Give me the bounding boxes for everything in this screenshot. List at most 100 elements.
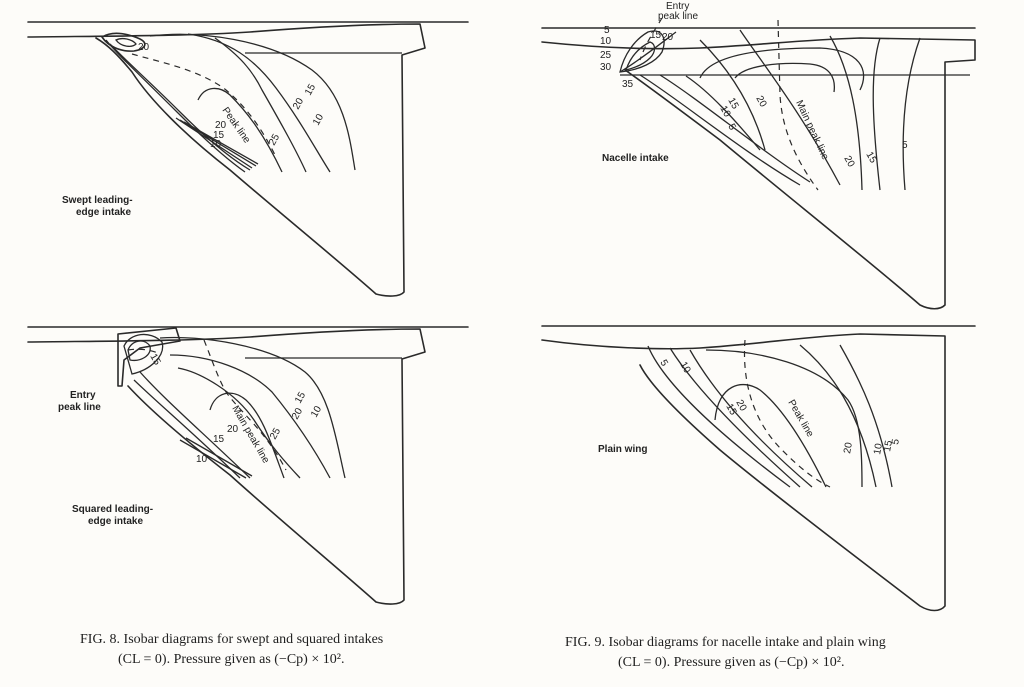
contour-line [209,392,285,479]
contour-inner [123,333,164,375]
contour-line [105,39,246,173]
intake-lip [117,327,181,387]
contour-line [734,62,836,93]
caption-line: FIG. 9. Isobar diagrams for nacelle inta… [565,635,886,650]
contour-line [619,31,677,73]
caption-line: (CL = 0). Pressure given as (−Cp) × 10². [618,655,844,670]
contour-line [179,437,253,479]
contour-line [699,47,865,91]
wing-planform [541,37,976,310]
contour-inner [127,340,151,362]
contour-label: 5 [604,25,610,36]
contour-label: 15 [293,390,308,406]
contour-line [175,117,259,169]
contour-line [669,347,801,488]
contour-line [829,35,863,191]
caption-line: FIG. 8. Isobar diagrams for swept and sq… [80,632,383,647]
panel-squared-intake: 15 20 15 10 25 20 15 10 Main peak line E… [27,326,469,605]
contour-label: 15 [147,352,162,368]
contour-label: 10 [311,112,326,128]
contour-label: 20 [291,96,306,112]
contour-line [139,371,251,479]
contour-line [197,87,283,173]
contour-line [714,383,827,488]
panel-name: edge intake [76,207,131,218]
entry-peak-label: Entry [666,1,689,12]
contour-label: 5 [725,122,738,133]
panel-nacelle-intake: 5 10 15 20 25 30 35 15 20 10 5 20 15 5 M… [541,1,976,310]
contour-label: 10 [717,104,732,120]
contour-line [109,43,251,171]
contour-label: 20 [138,42,150,53]
intake-lip [101,32,146,52]
contour-line [169,354,331,479]
contour-label: 15 [882,439,895,452]
contour-line [177,367,301,479]
contour-label: 20 [215,120,227,131]
contour-line [639,74,801,186]
contour-line [149,33,356,171]
contour-label: 15 [213,434,225,445]
contour-label: 30 [600,62,612,73]
contour-label: 10 [309,404,324,420]
contour-line [133,379,241,479]
contour-label: 5 [657,358,670,369]
contour-line [159,336,346,479]
contour-label: 15 [725,96,740,112]
peak-line [131,53,276,156]
contour-label: 25 [268,426,283,442]
contour-line [739,29,841,186]
entry-peak-label: Entry [70,390,96,401]
contour-label: 5 [890,438,902,446]
entry-peak-line [127,348,161,355]
contour-label: 20 [227,424,239,435]
contour-label: 15 [723,402,738,418]
contour-label: 10 [600,36,612,47]
contour-label: 15 [303,82,318,98]
caption-fig9: FIG. 9. Isobar diagrams for nacelle inta… [565,635,886,670]
peak-line-label: Main peak line [793,99,830,162]
contour-line [647,345,791,488]
entry-peak-label: peak line [658,11,698,22]
entry-peak-line [639,17,663,61]
caption-fig8: FIG. 8. Isobar diagrams for swept and sq… [80,632,383,667]
contour-line [187,33,331,173]
contour-label: 20 [842,441,855,454]
caption-line: (CL = 0). Pressure given as (−Cp) × 10². [118,652,344,667]
contour-label: 10 [677,360,692,376]
panel-name: Nacelle intake [602,153,669,164]
panel-swept-intake: 20 20 15 10 25 20 15 10 Peak line Swept … [27,21,469,297]
contour-label: 10 [210,139,222,150]
contour-label: 20 [662,32,674,43]
peak-line-label: Peak line [785,398,815,440]
contour-label: 35 [622,79,634,90]
contour-line [659,74,811,183]
contour-label: 10 [872,442,885,455]
contour-label: 15 [213,130,225,141]
panel-plain-wing: 5 10 20 15 20 10 15 5 Peak line Plain wi… [541,325,976,612]
contour-label: 20 [753,94,768,110]
contour-label: 25 [600,50,612,61]
contour-line [705,349,863,488]
contour-label: 5 [902,140,908,151]
contour-label: 15 [863,150,878,166]
wing-planform [541,333,946,612]
peak-line [777,19,819,191]
panel-name: Swept leading- [62,195,133,206]
contour-inner [619,30,665,73]
contour-line [902,37,921,191]
contour-label: 20 [290,406,305,422]
contour-label: 25 [267,132,282,148]
contour-label: 20 [733,398,748,414]
contour-line [839,344,893,488]
contour-line [214,37,307,173]
contour-line [799,344,877,488]
contour-line [685,75,761,151]
contour-inner [115,37,137,47]
contour-line [699,39,766,151]
panel-name: Squared leading- [72,504,153,515]
entry-peak-label: peak line [58,402,101,413]
panel-name: Plain wing [598,444,647,455]
contour-line [872,37,881,191]
